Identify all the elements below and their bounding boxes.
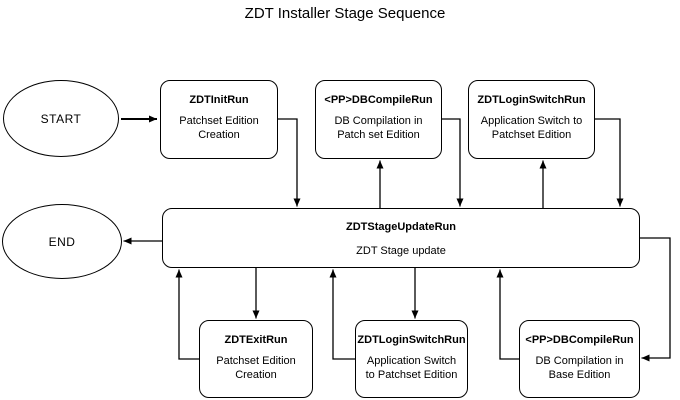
- arrow-dbcompile-base-to-stageupdate: [496, 269, 519, 360]
- node-stageupdaterun-desc: ZDT Stage update: [356, 245, 446, 257]
- node-dbcompilerun-base-title: <PP>DBCompileRun: [525, 334, 634, 346]
- arrow-loginswitch-base-to-stageupdate: [329, 269, 355, 360]
- node-zdtinitrun-desc: Patchset Edition Creation: [179, 115, 259, 141]
- node-dbcompilerun-patchset-title: <PP>DBCompileRun: [324, 94, 433, 106]
- node-loginswitchrun-bottom-title: ZDTLoginSwitchRun: [357, 334, 466, 346]
- arrow-exit-to-stageupdate: [175, 269, 199, 360]
- start-label: START: [40, 111, 82, 126]
- node-zdtexitrun-title: ZDTExitRun: [224, 334, 288, 346]
- diagram-title: ZDT Installer Stage Sequence: [244, 5, 446, 22]
- node-loginswitchrun-bottom-desc: Application Switch to Patchset Edition: [365, 355, 458, 381]
- node-dbcompilerun-base: <PP>DBCompileRun DB Compilation in Base …: [519, 320, 640, 398]
- node-loginswitchrun-top: ZDTLoginSwitchRun Application Switch to …: [468, 80, 595, 159]
- end-label: END: [48, 234, 76, 249]
- node-zdtinitrun-title: ZDTInitRun: [189, 94, 249, 106]
- node-dbcompilerun-base-desc: DB Compilation in Base Edition: [535, 355, 624, 381]
- node-dbcompilerun-patchset-desc: DB Compilation in Patch set Edition: [334, 115, 423, 141]
- node-zdtexitrun-desc: Patchset Edition Creation: [216, 355, 296, 381]
- node-loginswitchrun-bottom: ZDTLoginSwitchRun Application Switch to …: [355, 320, 468, 398]
- arrow-stageupdate-to-dbcompile-base: [640, 237, 671, 362]
- node-dbcompilerun-patchset: <PP>DBCompileRun DB Compilation in Patch…: [315, 80, 442, 159]
- arrow-loginswitch-patchset-to-stageupdate: [595, 118, 624, 207]
- node-stageupdaterun-title: ZDTStageUpdateRun: [346, 221, 456, 233]
- node-zdtinitrun: ZDTInitRun Patchset Edition Creation: [160, 80, 278, 159]
- start-terminal: START: [3, 80, 119, 157]
- node-zdtexitrun: ZDTExitRun Patchset Edition Creation: [199, 320, 313, 398]
- end-terminal: END: [2, 204, 122, 279]
- node-loginswitchrun-top-title: ZDTLoginSwitchRun: [477, 94, 586, 106]
- arrow-init-to-stageupdate: [278, 118, 301, 207]
- node-stageupdaterun: ZDTStageUpdateRun ZDT Stage update: [162, 208, 640, 268]
- arrow-dbcompile-patchset-to-stageupdate: [442, 118, 464, 207]
- node-loginswitchrun-top-desc: Application Switch to Patchset Edition: [480, 115, 583, 141]
